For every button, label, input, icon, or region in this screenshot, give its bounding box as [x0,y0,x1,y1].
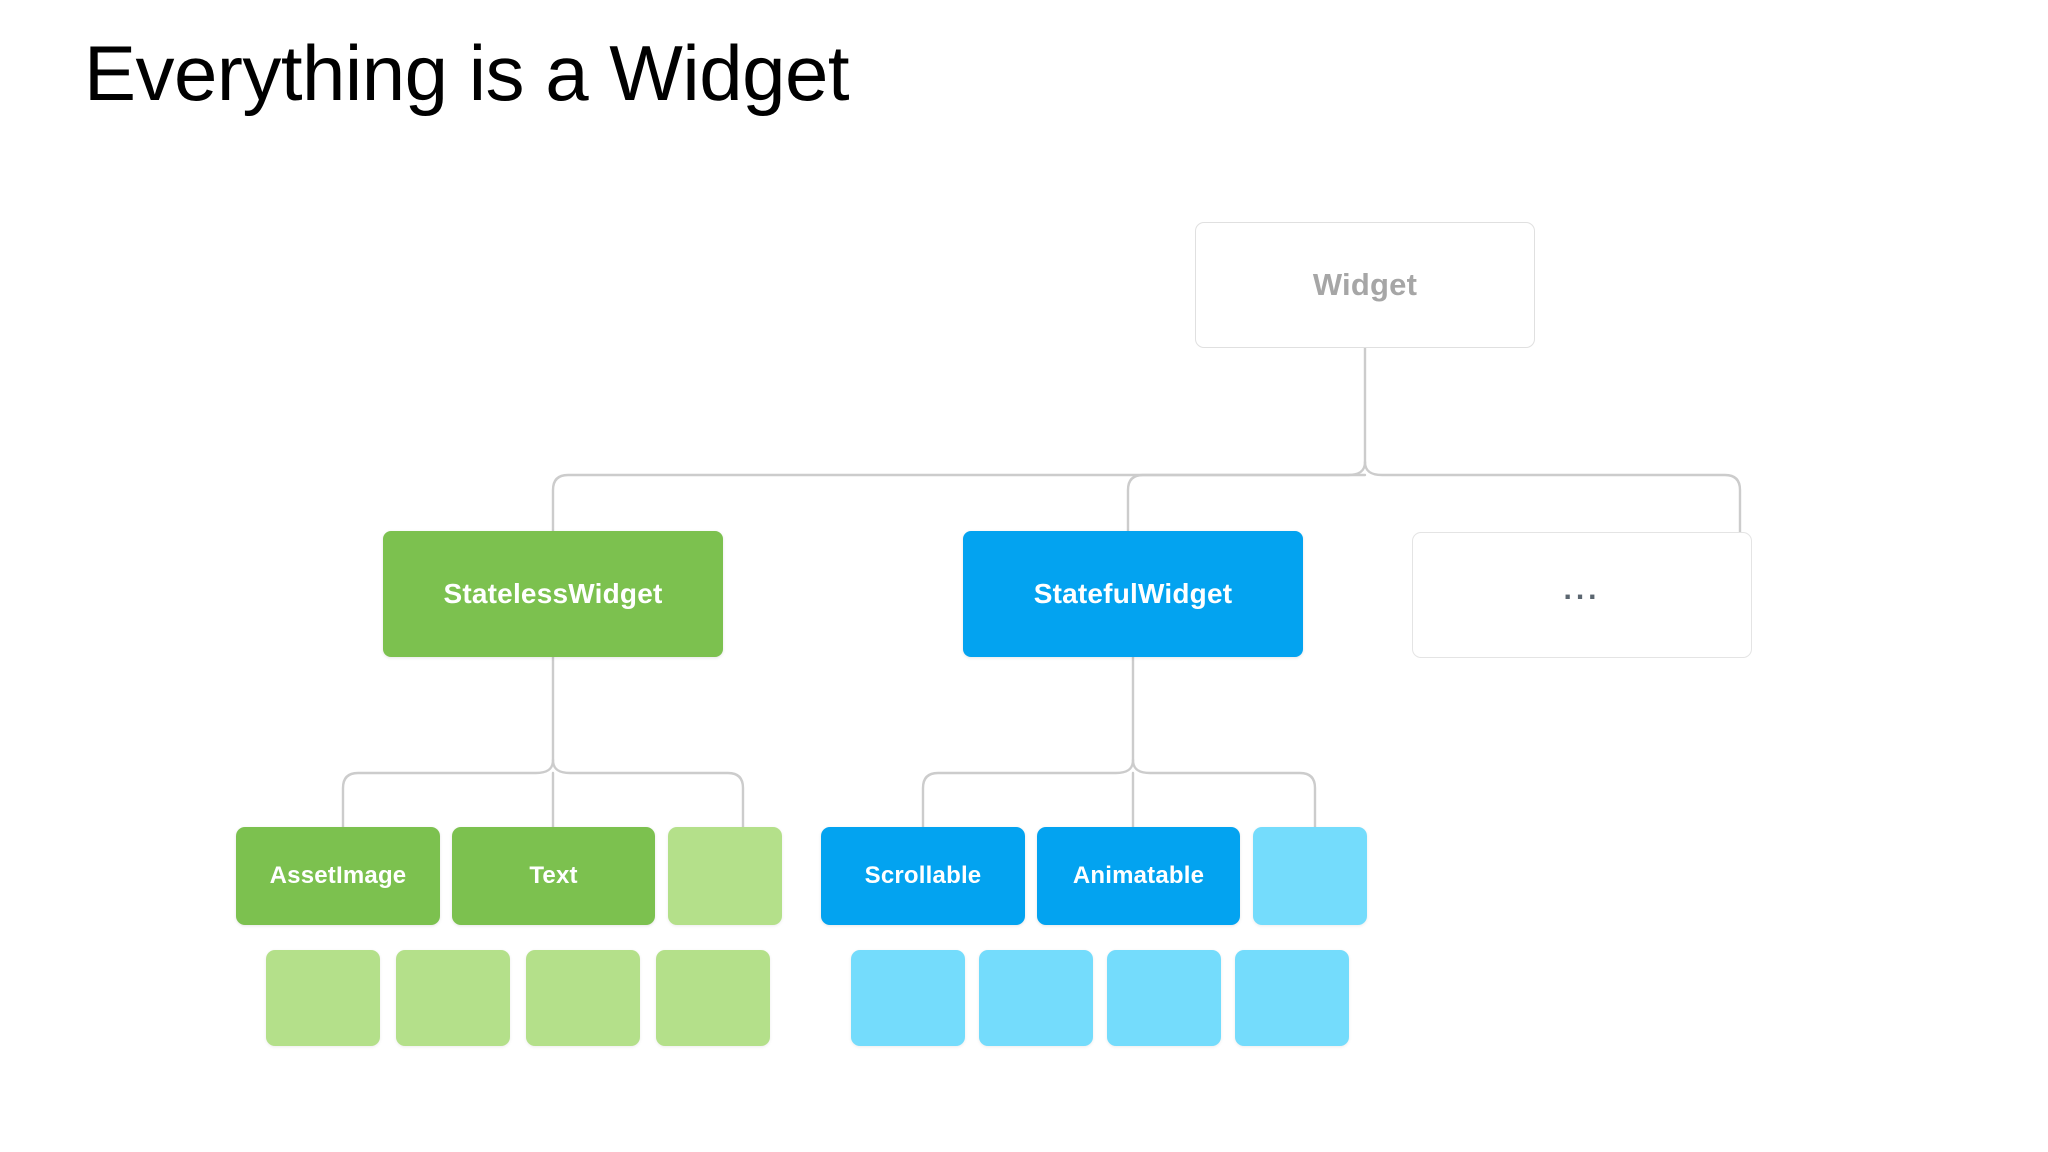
node-widget[interactable]: Widget [1195,222,1535,348]
node-text-label: Text [529,862,578,889]
node-more-widgets[interactable]: ... [1412,532,1752,658]
node-animatable[interactable]: Animatable [1037,827,1240,925]
node-stateless-widget[interactable]: StatelessWidget [383,531,723,657]
connector-stateful-to-scrollable [921,758,1135,829]
node-scrollable-label: Scrollable [864,862,982,889]
node-green-leaf-4[interactable] [656,950,770,1046]
node-asset-image[interactable]: AssetImage [236,827,440,925]
connector-stateful-to-blank [1131,758,1317,829]
node-asset-image-label: AssetImage [269,862,407,889]
page-title: Everything is a Widget [84,29,850,117]
node-green-leaf-1[interactable] [266,950,380,1046]
node-green-placeholder-1[interactable] [668,827,782,925]
connector-stateless-to-assetimage [341,758,555,829]
node-stateless-widget-label: StatelessWidget [443,578,663,609]
node-blue-leaf-2[interactable] [979,950,1093,1046]
node-animatable-label: Animatable [1072,862,1205,889]
node-blue-leaf-4[interactable] [1235,950,1349,1046]
node-stateful-widget-label: StatefulWidget [1033,578,1233,609]
connector-root-to-stateful [1126,473,1367,533]
ellipsis-icon: ... [1563,572,1601,606]
connector-root-to-ellipsis [1363,460,1742,534]
node-blue-placeholder-1[interactable] [1253,827,1367,925]
node-stateful-widget[interactable]: StatefulWidget [963,531,1303,657]
node-text[interactable]: Text [452,827,655,925]
connector-root-to-stateless [551,460,1367,533]
node-green-leaf-3[interactable] [526,950,640,1046]
connector-stateless-to-blank [551,758,745,829]
node-widget-label: Widget [1312,267,1418,302]
node-green-leaf-2[interactable] [396,950,510,1046]
node-blue-leaf-1[interactable] [851,950,965,1046]
node-blue-leaf-3[interactable] [1107,950,1221,1046]
node-scrollable[interactable]: Scrollable [821,827,1025,925]
